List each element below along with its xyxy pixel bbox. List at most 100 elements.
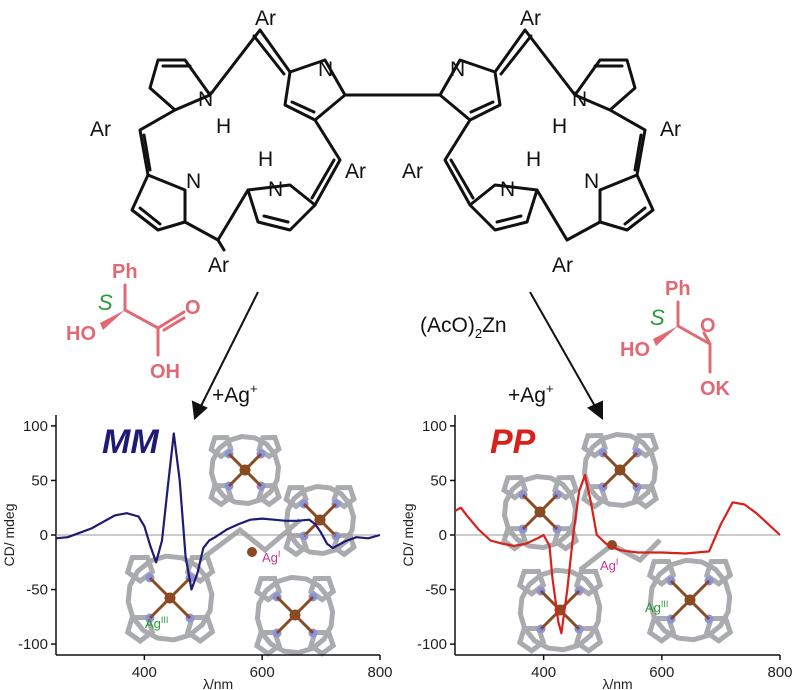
porphyrin-unit	[253, 574, 337, 657]
crystal-structure-inset	[501, 431, 734, 654]
metal-atom	[314, 514, 326, 526]
x-tick-label: 600	[250, 664, 275, 681]
aryl-label: Ar	[90, 118, 111, 141]
macrocycle-ring	[647, 557, 733, 643]
zinc-acetate-label: (AcO)2Zn	[420, 314, 507, 341]
porphyrin-unit	[283, 483, 357, 558]
nitrogen-label: N	[198, 88, 213, 111]
aryl-label: Ar	[660, 118, 681, 141]
porphyrin-unit	[208, 433, 282, 508]
x-tick-label: 800	[367, 664, 392, 681]
y-tick-label: -100	[417, 636, 447, 653]
aryl-label: Ar	[208, 254, 229, 277]
metal-atom	[239, 464, 251, 476]
reagent-potassium-mandelate: Ph S HO O OK	[620, 278, 731, 400]
pyrrole-ring	[632, 483, 660, 510]
macrocycle-ring	[125, 553, 215, 643]
y-tick-label: -50	[26, 582, 48, 599]
x-axis-label: λ/nm	[203, 676, 233, 690]
silver-addition-label: +Ag+	[212, 381, 258, 407]
aryl-label: Ar	[255, 7, 276, 30]
carbonyl-oxygen-label: O	[700, 315, 716, 337]
stereo-descriptor: S	[650, 305, 665, 330]
pyrrole-ring	[703, 558, 734, 587]
y-tick-label: 0	[40, 527, 48, 544]
silver-iii-label: AgIII	[645, 599, 668, 615]
structure-atom-labels: Ar Ar Ar Ar Ar Ar Ar Ar N H N N H N N N …	[90, 7, 681, 277]
pyrrole-ring	[256, 482, 282, 508]
nitrogen-label: N	[186, 170, 201, 193]
y-axis-label: CD/ mdeg	[400, 503, 416, 566]
y-tick-label: -100	[18, 636, 48, 653]
silver-iii-oxidation: III	[661, 599, 669, 609]
pyrrole-ring	[573, 625, 604, 654]
nitrogen-label: N	[450, 58, 465, 81]
hydrogen-label: H	[216, 115, 231, 138]
hydrogen-label: H	[526, 148, 541, 171]
pyrrole-ring	[184, 554, 216, 585]
silver-iii-porphyrin	[124, 553, 216, 645]
y-tick-label: 0	[439, 527, 447, 544]
y-tick-label: -50	[425, 582, 447, 599]
macrocycle-ring	[501, 473, 579, 551]
silver-i-atom	[247, 547, 257, 557]
y-tick-label: 100	[422, 418, 447, 435]
pyrrole-ring	[516, 568, 547, 597]
stereo-descriptor: S	[98, 290, 113, 315]
aryl-label: Ar	[552, 254, 573, 277]
hydroxyl-label: HO	[620, 339, 650, 361]
left-macrocycle	[130, 28, 347, 252]
pyrrole-ring	[253, 575, 283, 603]
pyrrole-ring	[256, 434, 282, 460]
x-tick-label: 800	[767, 664, 792, 681]
potassium-salt-label: OK	[700, 378, 731, 400]
pyrrole-ring	[307, 575, 337, 603]
silver-i-oxidation: I	[616, 557, 619, 567]
aryl-label: Ar	[520, 7, 541, 30]
pyrrole-ring	[646, 558, 677, 587]
hydroxyl-label: HO	[66, 323, 96, 345]
hydrogen-label: H	[552, 115, 567, 138]
y-tick-label: 50	[31, 472, 48, 489]
metal-atom	[684, 594, 696, 606]
pyrrole-ring	[703, 615, 734, 644]
arrowhead-right	[587, 400, 603, 421]
metal-atom	[534, 506, 546, 518]
pyrrole-ring	[307, 629, 337, 657]
x-axis-label: λ/nm	[602, 676, 632, 690]
pyrrole-ring	[331, 532, 357, 558]
acid-oh-label: OH	[150, 361, 180, 383]
reagent-mandelic-acid: Ph S HO O OH	[66, 261, 201, 383]
pyrrole-ring	[283, 484, 309, 510]
macrocycle-ring	[254, 574, 336, 656]
pyrrole-ring	[124, 554, 156, 585]
pyrrole-ring	[184, 614, 216, 645]
x-tick-label: 600	[649, 664, 674, 681]
silver-i-label: AgI	[262, 549, 280, 565]
arrow-right	[529, 291, 597, 409]
pyrrole-ring	[581, 432, 609, 459]
y-axis-label: CD/ mdeg	[1, 503, 17, 566]
y-tick-label: 50	[430, 472, 447, 489]
silver-iii-porphyrin	[646, 557, 734, 644]
nitrogen-label: N	[268, 178, 283, 201]
nitrogen-label: N	[572, 88, 587, 111]
series-line	[55, 432, 381, 591]
carbonyl-oxygen-label: O	[185, 297, 201, 319]
macrocycle-ring	[517, 567, 603, 653]
pyrrole-ring	[501, 474, 529, 501]
phenyl-label: Ph	[665, 278, 691, 300]
phenyl-label: Ph	[112, 261, 138, 283]
chart-title: PP	[490, 423, 536, 461]
nitrogen-label: N	[500, 178, 515, 201]
macrocycle-ring	[208, 433, 282, 507]
pyrrole-ring	[552, 474, 580, 501]
right-macrocycle	[438, 28, 655, 242]
arrow-left	[199, 291, 259, 409]
porphyrin-unit	[581, 431, 660, 510]
x-tick-label: 400	[132, 664, 157, 681]
silver-iii-oxidation: III	[161, 615, 169, 625]
